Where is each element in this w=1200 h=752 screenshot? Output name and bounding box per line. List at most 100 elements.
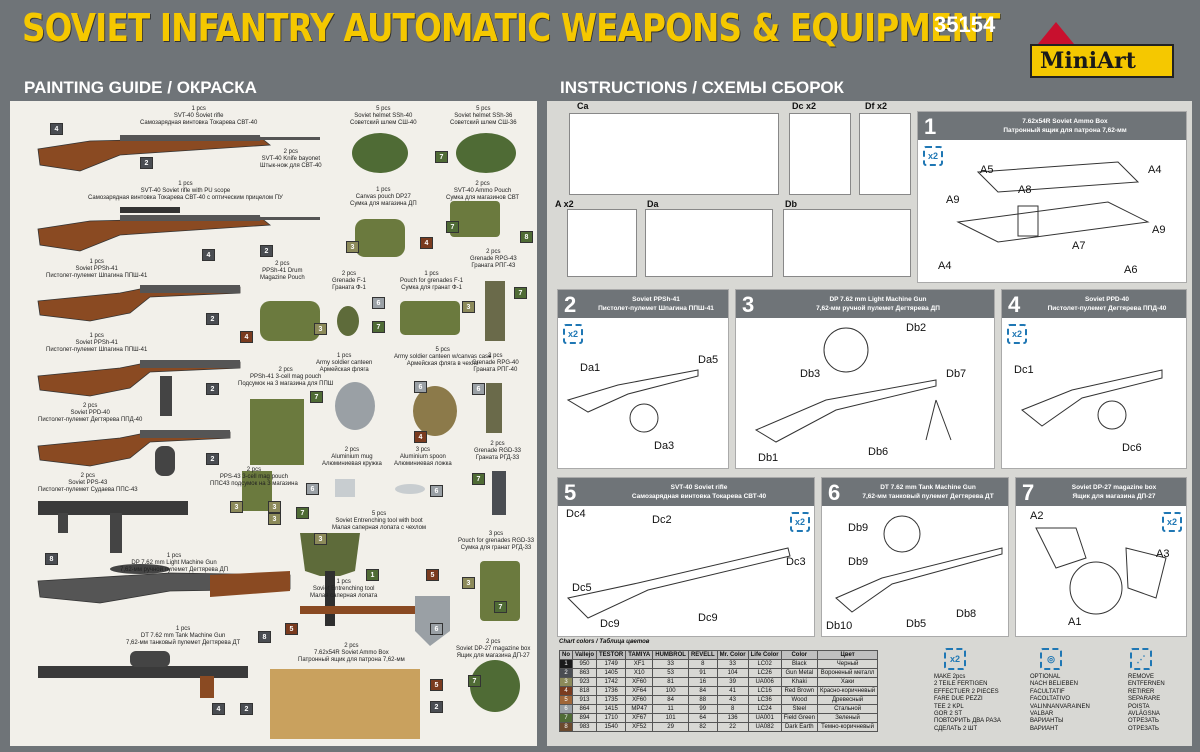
sprue-label: Db	[785, 199, 797, 209]
color-chip: 4	[240, 331, 253, 343]
part-label: A4	[938, 260, 952, 272]
table-cell: MP47	[625, 704, 654, 714]
table-cell: Черный	[816, 659, 879, 669]
helmet-ssh36-drawing	[456, 133, 516, 173]
instructions-heading: INSTRUCTIONS / СХЕМЫ СБОРОК	[560, 78, 844, 97]
part-label: Dc5	[572, 582, 592, 594]
table-cell: 16	[687, 677, 718, 687]
step-6-panel: 6 DT 7.62 mm Tank Machine Gun 7,62-мм та…	[821, 477, 1009, 637]
step-7-panel: 7 Soviet DP-27 magazine box Ящик для маг…	[1015, 477, 1187, 637]
color-chip: 7	[435, 151, 448, 163]
part-label: Db2	[906, 322, 927, 334]
aluminium-mug-drawing	[335, 479, 355, 497]
color-chip: 2	[206, 313, 219, 325]
color-chip: 6	[430, 485, 443, 497]
step-header: 1 7.62x54R Soviet Ammo Box Патронный ящи…	[918, 112, 1186, 140]
part-label: Da3	[654, 440, 675, 452]
legend-line: EFFECTUER 2 PIECES	[934, 688, 999, 695]
chart-colors-title: Chart colors / Таблица цветов	[559, 639, 650, 645]
remove-icon: ⋰	[1130, 648, 1152, 670]
table-cell: Khaki	[780, 677, 818, 687]
sprue-label: A x2	[555, 199, 574, 209]
color-chip: 3	[314, 323, 327, 335]
table-cell: 99	[687, 704, 718, 714]
legend-line: AVLÄGSNA	[1128, 711, 1160, 718]
color-chip: 1	[366, 569, 379, 581]
table-cell: 33	[716, 659, 749, 669]
table-cell: 91	[687, 668, 718, 678]
step-title-ru: Самозарядная винтовка Токарева СВТ-40	[631, 493, 767, 500]
sprue-label: Dc x2	[792, 101, 817, 111]
color-chip: 2	[206, 383, 219, 395]
color-chip: 5	[285, 623, 298, 635]
color-chip: 2	[140, 157, 153, 169]
ammo-box-drawing	[270, 669, 420, 739]
legend-line: MAKE 2pcs	[934, 674, 966, 680]
table-cell: Зеленый	[816, 713, 879, 723]
table-cell: Red Brown	[780, 686, 818, 696]
table-cell: Field Green	[780, 713, 818, 723]
part-label: A6	[1124, 264, 1138, 276]
part-label: Db7	[946, 368, 967, 380]
rgd33-pouch-drawing	[480, 561, 520, 621]
part-label: Db8	[956, 608, 977, 620]
table-cell: XF60	[625, 695, 654, 705]
table-cell: Древесный	[816, 695, 879, 705]
part-label: Dc1	[1014, 364, 1034, 376]
helmet-ssh40-drawing	[352, 133, 408, 173]
color-chip: 7	[468, 675, 481, 687]
table-cell: 983	[571, 722, 598, 732]
table-cell: LC02	[747, 659, 782, 669]
table-cell: 923	[571, 677, 598, 687]
table-cell: 8	[716, 704, 749, 714]
table-cell: 64	[687, 713, 718, 723]
part-label: Db6	[868, 446, 889, 458]
legend-line: REMOVE	[1128, 674, 1155, 680]
logo-box	[1030, 44, 1174, 78]
step-number: 2	[564, 292, 577, 317]
dt-tmg-drawing	[38, 651, 248, 698]
make-2-icon: x2	[923, 146, 943, 166]
color-chip: 5	[426, 569, 439, 581]
color-chip: 7	[296, 507, 309, 519]
table-cell: 43	[716, 695, 749, 705]
table-cell: 88	[687, 695, 718, 705]
step-number: 4	[1008, 292, 1021, 317]
brand-logo: MiniArt	[1030, 20, 1174, 78]
table-cell: 863	[571, 668, 598, 678]
color-swatch-cell: 5	[559, 695, 573, 705]
table-cell: 100	[652, 686, 689, 696]
sprue-ca	[569, 113, 779, 195]
color-chip: 6	[430, 623, 443, 635]
table-cell: 104	[716, 668, 749, 678]
dp27-magazine-box-drawing	[470, 660, 520, 712]
part-label: Dc6	[1122, 442, 1142, 454]
color-chip: 7	[472, 473, 485, 485]
legend-line: VALBAR	[1030, 711, 1054, 718]
rifle-svt40-drawing	[37, 135, 320, 172]
color-chip: 3	[346, 241, 359, 253]
table-cell: 22	[716, 722, 749, 732]
table-cell: 894	[571, 713, 598, 723]
painting-guide-drawings	[37, 133, 520, 739]
step-title-ru: Пистолет-пулемет Дегтярева ППД-40	[1047, 305, 1167, 312]
table-cell: Black	[780, 659, 818, 669]
table-cell: X10	[625, 668, 654, 678]
color-swatch-cell: 3	[559, 677, 573, 687]
color-swatch-cell: 2	[559, 668, 573, 678]
color-chip: 4	[202, 249, 215, 261]
color-chip: 7	[494, 601, 507, 613]
pps43-drawing	[38, 501, 188, 553]
